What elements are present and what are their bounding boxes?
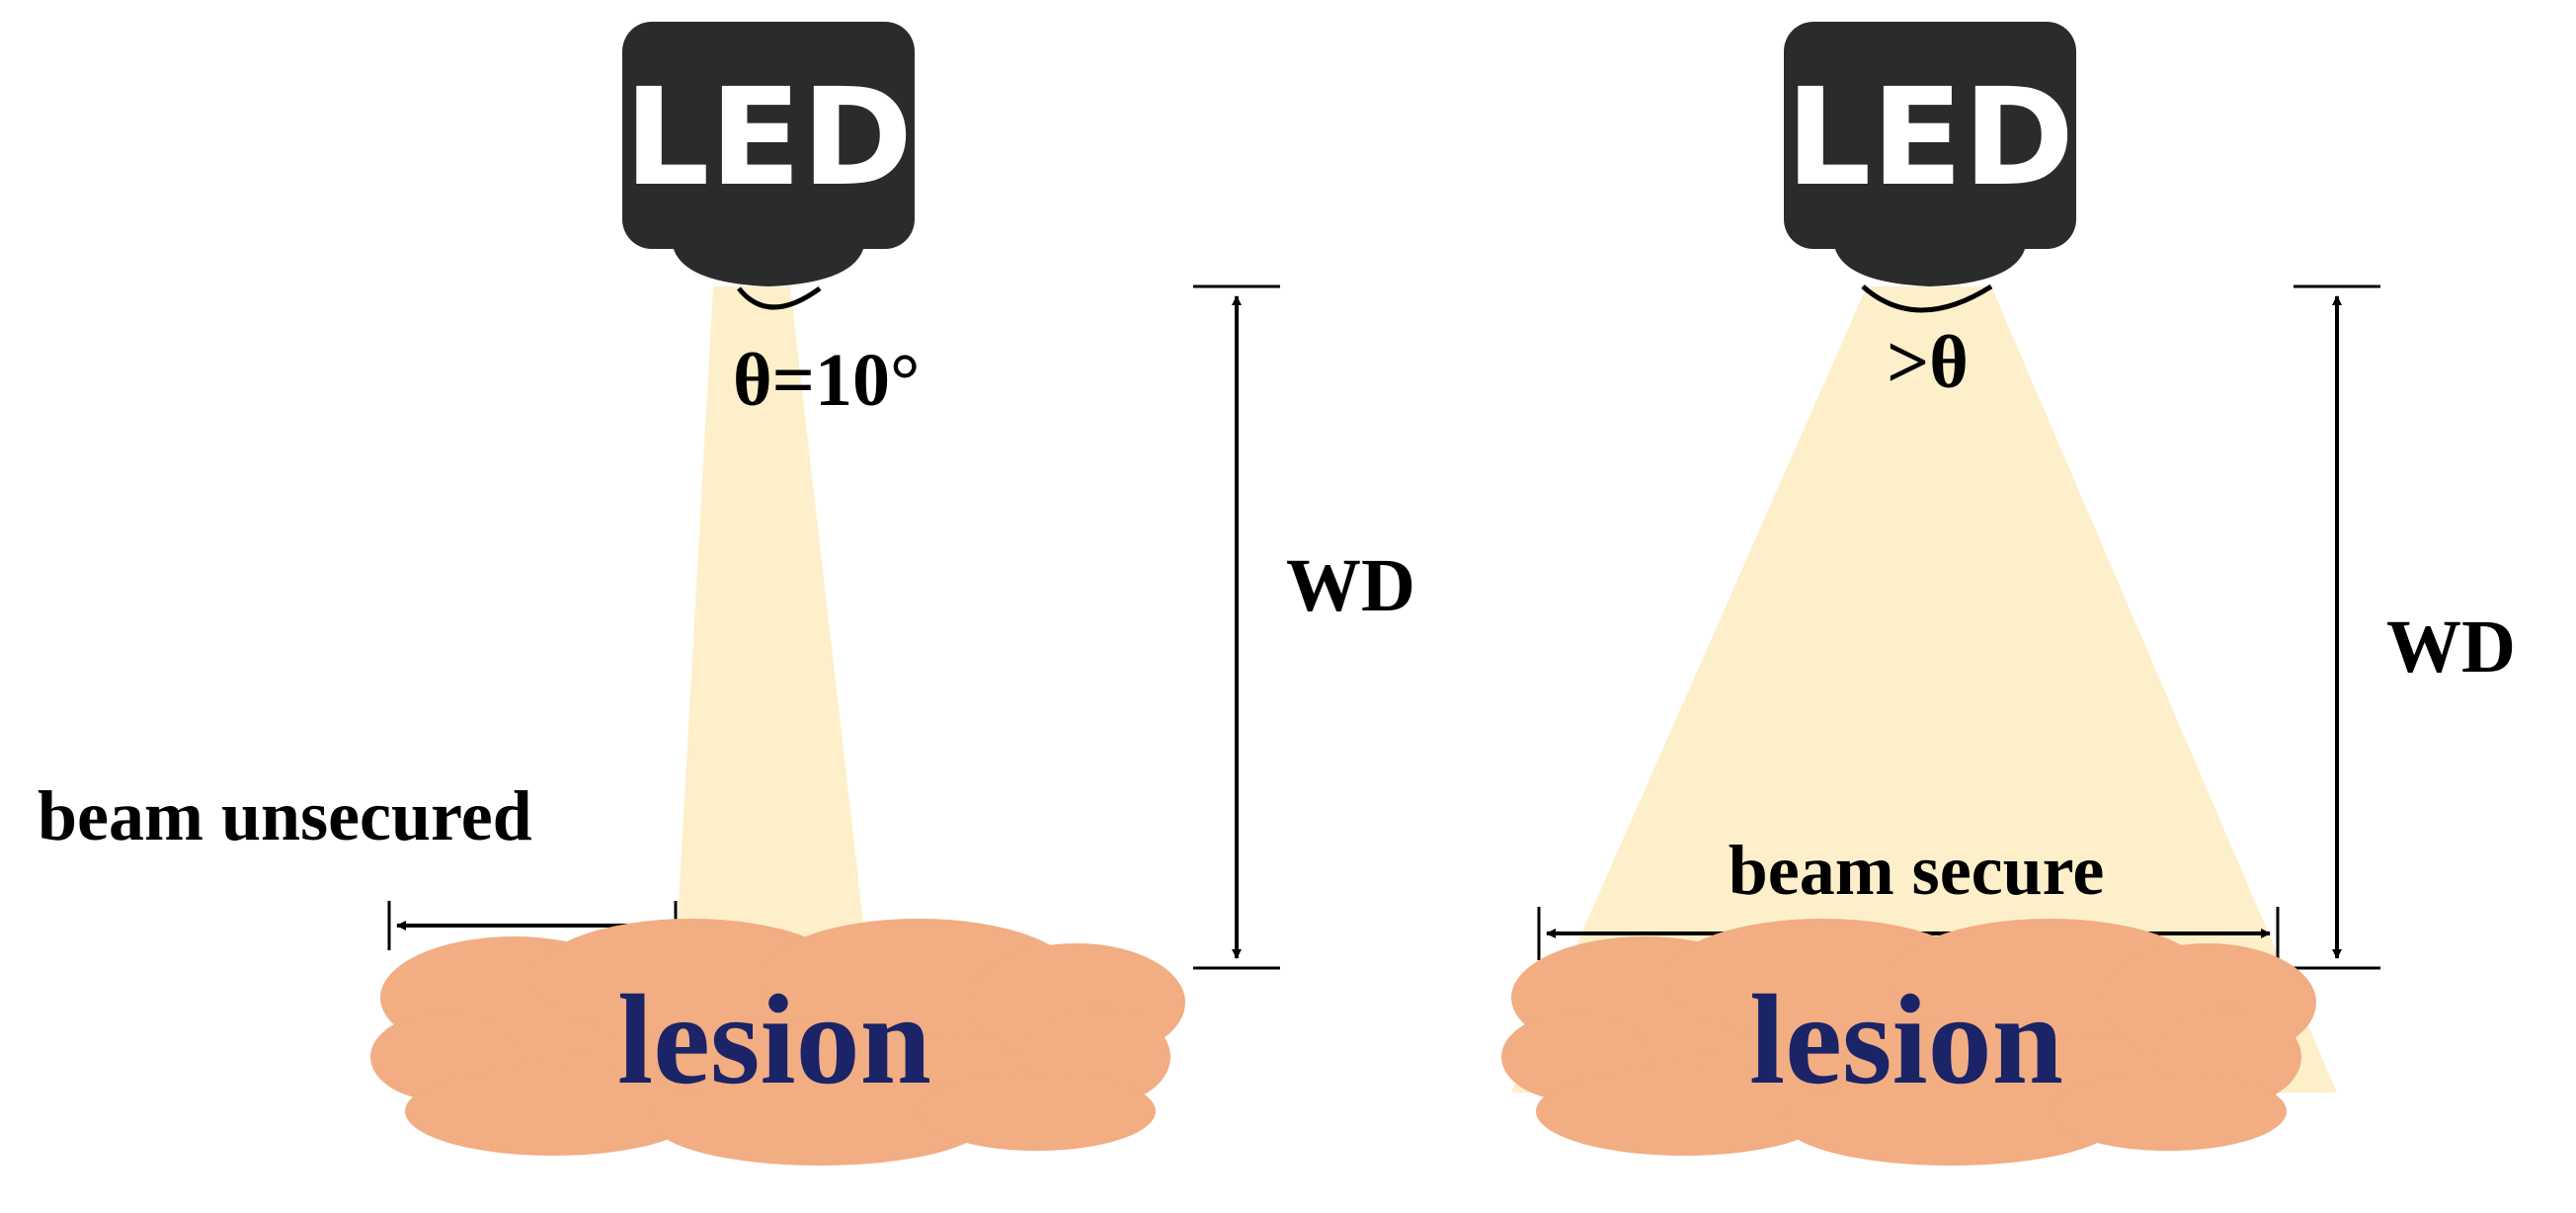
left-wd-dimension: WD	[1193, 284, 1415, 970]
right-lesion-label: lesion	[1749, 969, 2063, 1111]
left-beam-label: beam unsecured	[38, 776, 532, 855]
left-light-beam	[676, 286, 867, 956]
left-lesion-label: lesion	[617, 969, 931, 1111]
right-led-icon: LED	[1784, 22, 2076, 286]
right-angle-label: >θ	[1887, 321, 1969, 404]
right-panel: LED >θ WD beam secure	[1501, 22, 2516, 1166]
left-led-label: LED	[624, 60, 913, 216]
right-wd-dimension: WD	[2294, 284, 2516, 970]
right-wd-label: WD	[2386, 606, 2516, 688]
left-angle-label: θ=10°	[733, 339, 920, 422]
left-panel: LED θ=10° WD beam unsecured	[38, 22, 1415, 1166]
left-angle-arc	[737, 285, 822, 310]
right-led-label: LED	[1786, 60, 2074, 216]
right-lesion-shape	[1501, 919, 2316, 1166]
right-angle-arc	[1861, 283, 1993, 313]
right-light-beam	[1511, 286, 2337, 1092]
left-wd-label: WD	[1286, 544, 1415, 627]
left-led-icon: LED	[622, 22, 915, 286]
left-lesion-shape	[370, 919, 1185, 1166]
right-beam-label: beam secure	[1729, 831, 2105, 910]
